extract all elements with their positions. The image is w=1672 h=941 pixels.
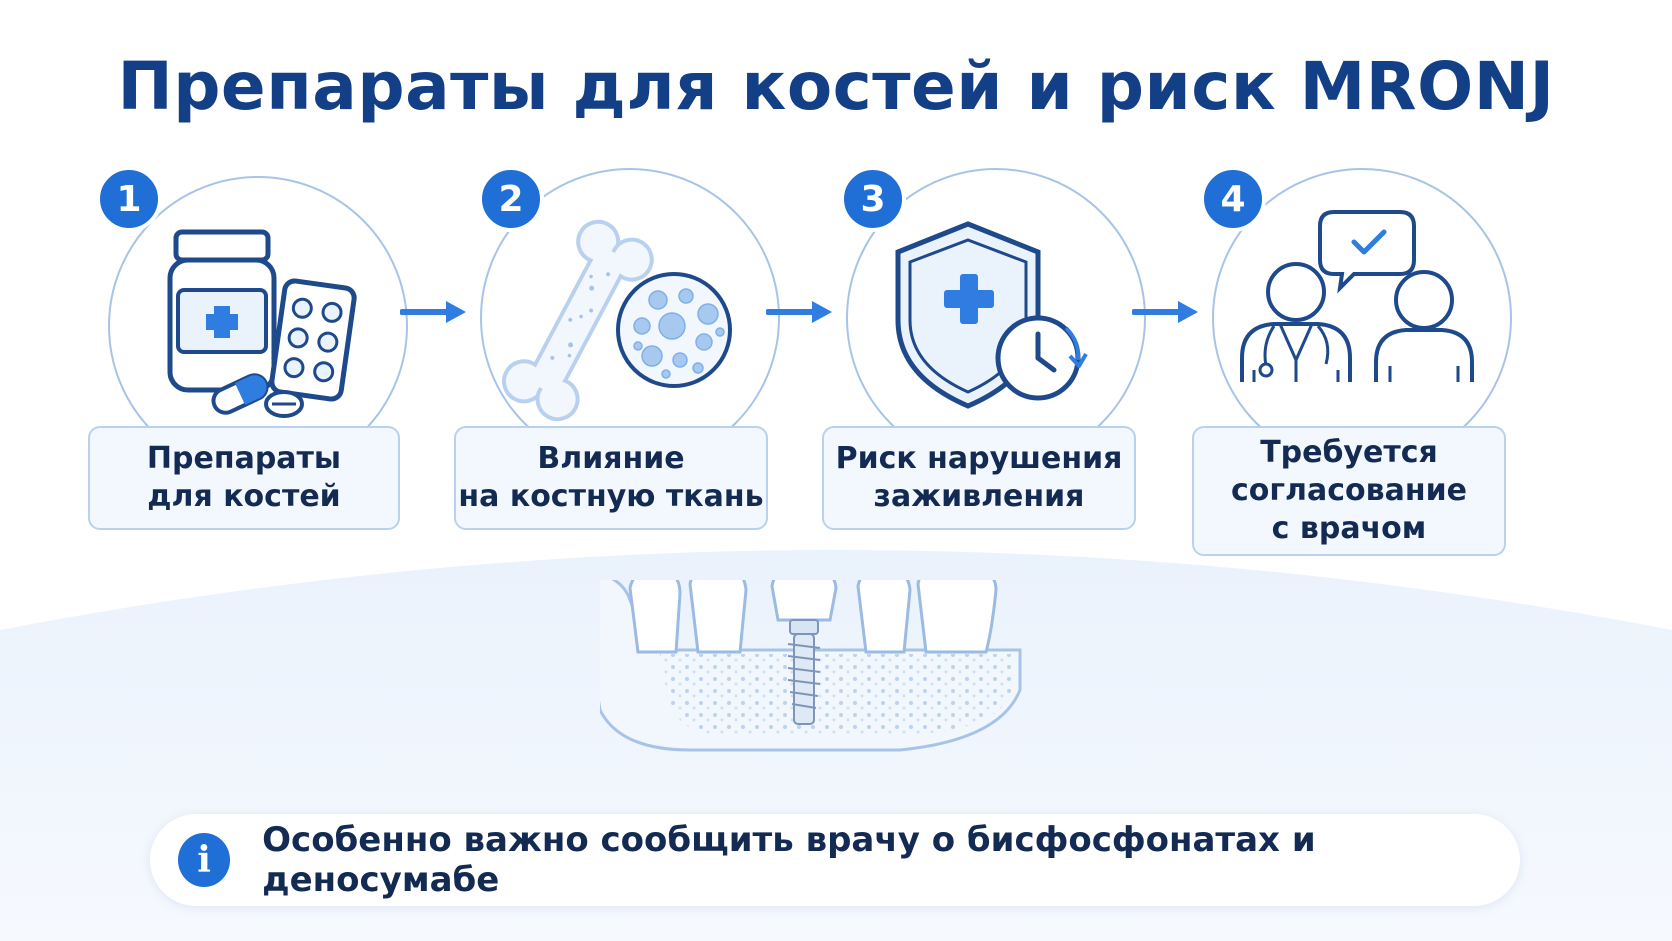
step-2-circle: [480, 168, 780, 468]
jaw-implant-icon: [600, 580, 1022, 752]
arrow-right-icon: [400, 301, 466, 323]
step-2-label-box: Влияние на костную ткань: [454, 426, 768, 530]
arrow-right-icon: [1132, 301, 1198, 323]
step-3-label-box: Риск нарушения заживления: [822, 426, 1136, 530]
step-4-label: Требуется согласование с врачом: [1230, 435, 1467, 546]
info-icon: i: [178, 833, 231, 887]
step-1-label-box: Препараты для костей: [88, 426, 400, 530]
shield-clock-icon: [895, 221, 1088, 409]
step-2-label: Влияние на костную ткань: [458, 441, 764, 514]
medication-icon: [167, 229, 357, 418]
info-note: i Особенно важно сообщить врачу о бисфос…: [150, 814, 1520, 906]
step-3-badge: 3: [840, 166, 906, 232]
step-1-badge: 1: [96, 166, 162, 232]
step-2-badge: 2: [478, 166, 544, 232]
step-4-label-box: Требуется согласование с врачом: [1192, 426, 1506, 556]
doctor-consultation-icon: [1240, 210, 1474, 382]
step-4-circle: [1212, 168, 1512, 468]
step-3-label: Риск нарушения заживления: [835, 441, 1123, 514]
step-4-badge: 4: [1200, 166, 1266, 232]
bone-icon: [502, 219, 732, 422]
page-title: Препараты для костей и риск MRONJ: [117, 48, 1555, 125]
info-note-text: Особенно важно сообщить врачу о бисфосфо…: [262, 820, 1316, 900]
step-1-label: Препараты для костей: [146, 441, 342, 514]
arrow-right-icon: [766, 301, 832, 323]
